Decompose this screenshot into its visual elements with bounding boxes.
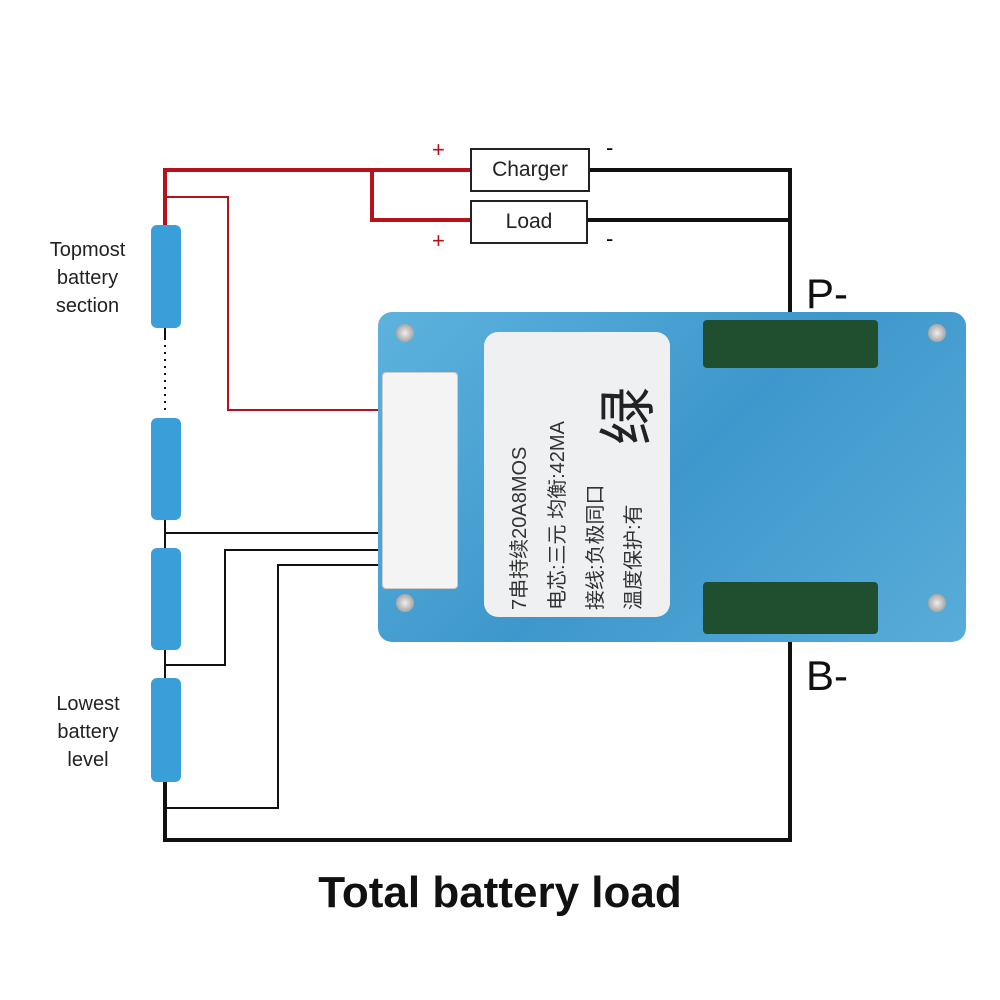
lowest-label: Lowest battery level xyxy=(56,693,120,771)
p-minus-label: P- xyxy=(806,270,848,317)
b-minus-label: B- xyxy=(806,652,848,699)
charger-box: Charger xyxy=(470,148,590,192)
b-pad xyxy=(703,582,878,634)
battery-cell xyxy=(151,678,181,782)
sticker-line: 7串持续20A8MOS xyxy=(509,446,531,610)
topmost-label: Topmost battery section xyxy=(49,239,126,317)
battery-negative-wire xyxy=(163,640,792,842)
charger-minus: - xyxy=(606,135,614,160)
bms-board xyxy=(378,312,966,642)
load-minus: - xyxy=(606,226,614,251)
load-box: Load xyxy=(470,200,588,244)
color-mark: 绿 xyxy=(595,386,661,446)
sticker-text: 7串持续20A8MOS 电芯:三元 均衡:42MA 接线:负极同口 温度保护:有 xyxy=(501,340,653,610)
screw xyxy=(928,324,946,342)
caption: Total battery load xyxy=(318,868,682,917)
screw xyxy=(396,324,414,342)
p-pad xyxy=(703,320,878,368)
board-sticker: 7串持续20A8MOS 电芯:三元 均衡:42MA 接线:负极同口 温度保护:有… xyxy=(484,332,670,617)
balance-wires xyxy=(165,532,390,809)
sticker-line: 接线:负极同口 xyxy=(585,483,607,610)
battery-cells xyxy=(151,225,181,782)
positive-main-wire xyxy=(163,168,470,225)
battery-cell xyxy=(151,418,181,520)
screw xyxy=(396,594,414,612)
balance-connector xyxy=(382,372,458,589)
sticker-line: 电芯:三元 均衡:42MA xyxy=(547,420,569,610)
balance-wire-top xyxy=(165,196,390,411)
negative-output-wire xyxy=(588,168,792,312)
battery-cell xyxy=(151,548,181,650)
load-plus: + xyxy=(432,228,445,253)
charger-plus: + xyxy=(432,137,445,162)
battery-cell xyxy=(151,225,181,328)
sticker-line: 温度保护:有 xyxy=(623,503,645,610)
screw xyxy=(928,594,946,612)
